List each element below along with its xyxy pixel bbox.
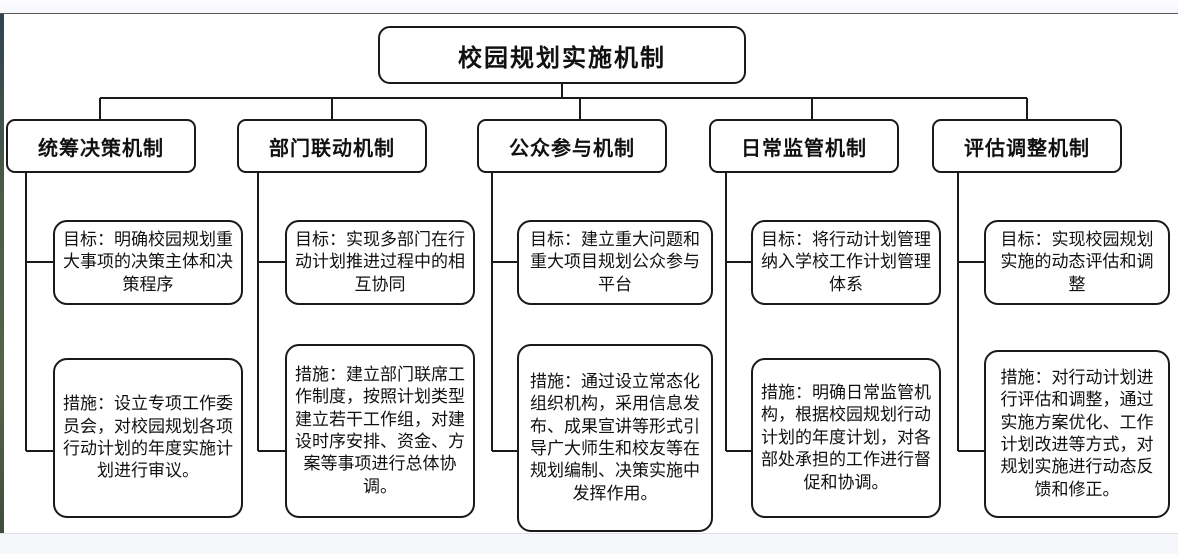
node-branch-4[interactable]: 日常监管机制 [709, 119, 899, 173]
node-goal-3[interactable]: 目标：建立重大问题和重大项目规划公众参与平台 [517, 220, 713, 305]
node-branch-3[interactable]: 公众参与机制 [477, 119, 667, 173]
window-edge-left [0, 0, 4, 554]
node-goal-2-text: 目标：实现多部门在行动计划推进过程中的相互协同 [295, 229, 465, 294]
node-branch-2[interactable]: 部门联动机制 [237, 119, 427, 173]
node-measure-3[interactable]: 措施：通过设立常态化组织机构，采用信息发布、成果宣讲等形式引导广大师生和校友等在… [517, 344, 713, 532]
node-root-label: 校园规划实施机制 [458, 45, 666, 72]
node-branch-3-label: 公众参与机制 [509, 137, 635, 160]
node-goal-1[interactable]: 目标：明确校园规划重大事项的决策主体和决策程序 [53, 220, 243, 305]
node-measure-4-text: 措施：明确日常监管机构，根据校园规划行动计划的年度计划，对各部处承担的工作进行督… [761, 382, 931, 492]
node-goal-5-text: 目标：实现校园规划实施的动态评估和调整 [1000, 229, 1154, 294]
node-measure-5[interactable]: 措施：对行动计划进行评估和调整，通过实施方案优化、工作计划改进等方式，对规划实施… [984, 350, 1170, 518]
node-goal-4-text: 目标：将行动计划管理纳入学校工作计划管理体系 [761, 229, 931, 294]
node-branch-2-label: 部门联动机制 [269, 137, 395, 160]
node-measure-4[interactable]: 措施：明确日常监管机构，根据校园规划行动计划的年度计划，对各部处承担的工作进行督… [751, 358, 941, 518]
node-measure-5-text: 措施：对行动计划进行评估和调整，通过实施方案优化、工作计划改进等方式，对规划实施… [1000, 367, 1154, 499]
node-measure-1[interactable]: 措施：设立专项工作委员会，对校园规划各项行动计划的年度实施计划进行审议。 [53, 358, 243, 518]
node-branch-5[interactable]: 评估调整机制 [932, 119, 1122, 173]
node-goal-2[interactable]: 目标：实现多部门在行动计划推进过程中的相互协同 [285, 220, 475, 305]
node-goal-3-text: 目标：建立重大问题和重大项目规划公众参与平台 [530, 229, 700, 294]
node-measure-3-text: 措施：通过设立常态化组织机构，采用信息发布、成果宣讲等形式引导广大师生和校友等在… [530, 371, 700, 503]
node-branch-5-label: 评估调整机制 [964, 137, 1090, 160]
node-root[interactable]: 校园规划实施机制 [378, 26, 746, 84]
node-goal-1-text: 目标：明确校园规划重大事项的决策主体和决策程序 [63, 229, 233, 294]
node-measure-1-text: 措施：设立专项工作委员会，对校园规划各项行动计划的年度实施计划进行审议。 [63, 394, 233, 481]
node-measure-2[interactable]: 措施：建立部门联席工作制度，按照计划类型建立若干工作组，对建设时序安排、资金、方… [285, 344, 475, 518]
node-branch-1[interactable]: 统筹决策机制 [6, 119, 196, 173]
chrome-band-top [0, 0, 1178, 14]
node-branch-4-label: 日常监管机制 [741, 137, 867, 160]
node-goal-4[interactable]: 目标：将行动计划管理纳入学校工作计划管理体系 [751, 220, 941, 305]
node-branch-1-label: 统筹决策机制 [38, 137, 164, 160]
chrome-band-bottom [0, 533, 1178, 554]
node-measure-2-text: 措施：建立部门联席工作制度，按照计划类型建立若干工作组，对建设时序安排、资金、方… [295, 364, 465, 496]
diagram-canvas: 校园规划实施机制 统筹决策机制 目标：明确校园规划重大事项的决策主体和决策程序 … [0, 14, 1178, 533]
node-goal-5[interactable]: 目标：实现校园规划实施的动态评估和调整 [984, 220, 1170, 305]
